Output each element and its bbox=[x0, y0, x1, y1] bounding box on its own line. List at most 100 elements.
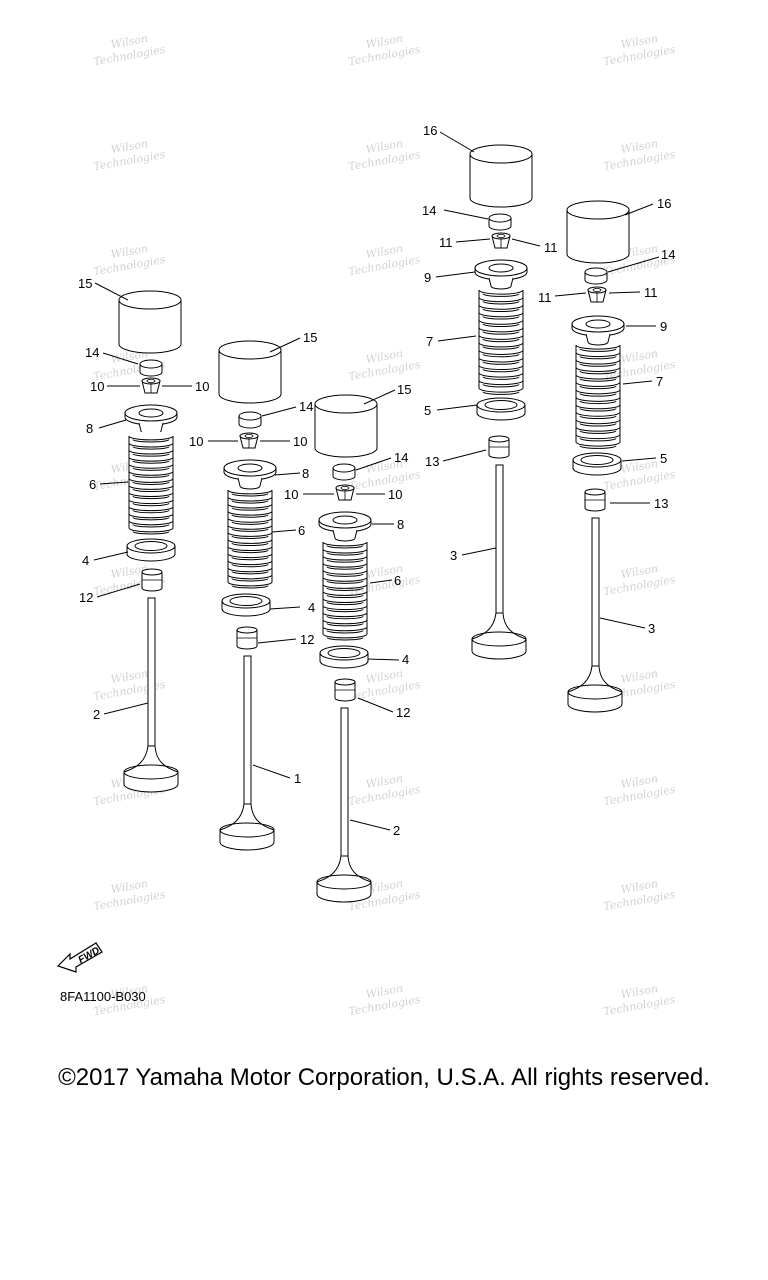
spring-coil bbox=[132, 488, 170, 493]
spring-coil bbox=[478, 350, 524, 355]
spring-coil bbox=[326, 637, 364, 641]
watermark-text: Wilson bbox=[110, 137, 149, 156]
copyright-notice: ©2017 Yamaha Motor Corporation, U.S.A. A… bbox=[58, 1064, 710, 1091]
spring-coil bbox=[322, 548, 368, 554]
spring-coil bbox=[482, 346, 520, 350]
spring-coil bbox=[575, 434, 621, 440]
valve-cotter bbox=[335, 484, 355, 501]
callout-5: 5 bbox=[660, 451, 667, 466]
callout-2: 2 bbox=[93, 707, 100, 722]
watermark-text: Wilson bbox=[620, 877, 659, 896]
callout-12: 12 bbox=[300, 632, 314, 647]
valve bbox=[567, 517, 623, 713]
valve-cotter bbox=[239, 432, 259, 449]
spring-coil bbox=[579, 370, 617, 375]
callout-12: 12 bbox=[79, 590, 93, 605]
callout-9: 9 bbox=[660, 319, 667, 334]
spring-coil bbox=[326, 552, 364, 556]
watermark-text: Wilson bbox=[365, 137, 404, 156]
watermark-text: Wilson bbox=[620, 137, 659, 156]
spring-coil bbox=[231, 585, 269, 589]
callout-9: 9 bbox=[424, 270, 431, 285]
callout-12: 12 bbox=[396, 705, 410, 720]
adjusting-pad bbox=[488, 213, 512, 231]
callout-14: 14 bbox=[85, 345, 99, 360]
valve bbox=[471, 464, 527, 660]
spring-coil bbox=[575, 352, 621, 358]
spring-coil bbox=[579, 355, 617, 360]
spring-coil bbox=[482, 368, 520, 373]
valve-spring-seat bbox=[126, 538, 176, 562]
valve-stem-seal bbox=[488, 435, 510, 459]
spring-coil bbox=[326, 587, 364, 591]
spring-coil bbox=[575, 374, 621, 380]
spring-coil bbox=[579, 415, 617, 419]
spring-coil bbox=[326, 616, 364, 620]
callout-5: 5 bbox=[424, 403, 431, 418]
watermark-text: Wilson bbox=[365, 347, 404, 366]
spring-coil bbox=[579, 408, 617, 412]
spring-coil bbox=[478, 312, 524, 318]
valve-spring-retainer bbox=[571, 315, 625, 346]
spring-coil bbox=[132, 524, 170, 528]
valve bbox=[316, 707, 372, 903]
callout-16: 16 bbox=[657, 196, 671, 211]
valve-assembly-4 bbox=[469, 144, 533, 660]
spring-coil bbox=[478, 319, 524, 325]
valve-assembly-3 bbox=[314, 394, 378, 903]
callout-10: 10 bbox=[284, 487, 298, 502]
adjusting-pad bbox=[238, 411, 262, 429]
spring-coil bbox=[482, 331, 520, 335]
callout-4: 4 bbox=[308, 600, 315, 615]
spring-coil bbox=[482, 316, 520, 320]
callout-2: 2 bbox=[393, 823, 400, 838]
spring-coil bbox=[231, 535, 269, 539]
callout-10: 10 bbox=[388, 487, 402, 502]
spring-coil bbox=[478, 304, 524, 310]
valve-stem-seal bbox=[141, 568, 163, 592]
spring-coil bbox=[482, 338, 520, 343]
spring-coil bbox=[128, 499, 174, 505]
forward-arrow-icon: FWD bbox=[56, 942, 103, 973]
spring-coil bbox=[478, 365, 524, 371]
spring-coil bbox=[478, 327, 524, 333]
valve-spring bbox=[128, 432, 174, 535]
callout-10: 10 bbox=[195, 379, 209, 394]
valve-cotter bbox=[491, 232, 511, 249]
callout-8: 8 bbox=[86, 421, 93, 436]
callout-15: 15 bbox=[78, 276, 92, 291]
spring-coil bbox=[227, 503, 273, 509]
spring-coil bbox=[128, 485, 174, 490]
watermark-text: Wilson bbox=[620, 32, 659, 51]
spring-coil bbox=[128, 442, 174, 448]
valve-spring-seat bbox=[476, 397, 526, 421]
callout-8: 8 bbox=[397, 517, 404, 532]
spring-coil bbox=[231, 564, 269, 568]
spring-coil bbox=[231, 549, 269, 554]
spring-coil bbox=[227, 539, 273, 544]
spring-coil bbox=[579, 385, 617, 390]
spring-coil bbox=[227, 511, 273, 516]
spring-coil bbox=[482, 301, 520, 305]
spring-coil bbox=[132, 474, 170, 478]
watermark-text: Wilson bbox=[365, 982, 404, 1001]
spring-coil bbox=[575, 397, 621, 402]
spring-coil bbox=[579, 445, 617, 449]
spring-coil bbox=[128, 520, 174, 526]
callout-14: 14 bbox=[661, 247, 675, 262]
callout-11: 11 bbox=[538, 290, 552, 305]
valve-lifter bbox=[118, 290, 182, 354]
callout-10: 10 bbox=[90, 379, 104, 394]
spring-coil bbox=[322, 626, 368, 632]
spring-coil bbox=[326, 630, 364, 634]
spring-coil bbox=[326, 580, 364, 584]
callout-11: 11 bbox=[439, 235, 453, 250]
spring-coil bbox=[132, 517, 170, 521]
callout-13: 13 bbox=[425, 454, 439, 469]
spring-coil bbox=[322, 605, 368, 611]
spring-coil bbox=[128, 492, 174, 498]
callout-14: 14 bbox=[394, 450, 408, 465]
spring-coil bbox=[579, 430, 617, 434]
spring-coil bbox=[478, 357, 524, 363]
valve-spring bbox=[322, 541, 368, 641]
